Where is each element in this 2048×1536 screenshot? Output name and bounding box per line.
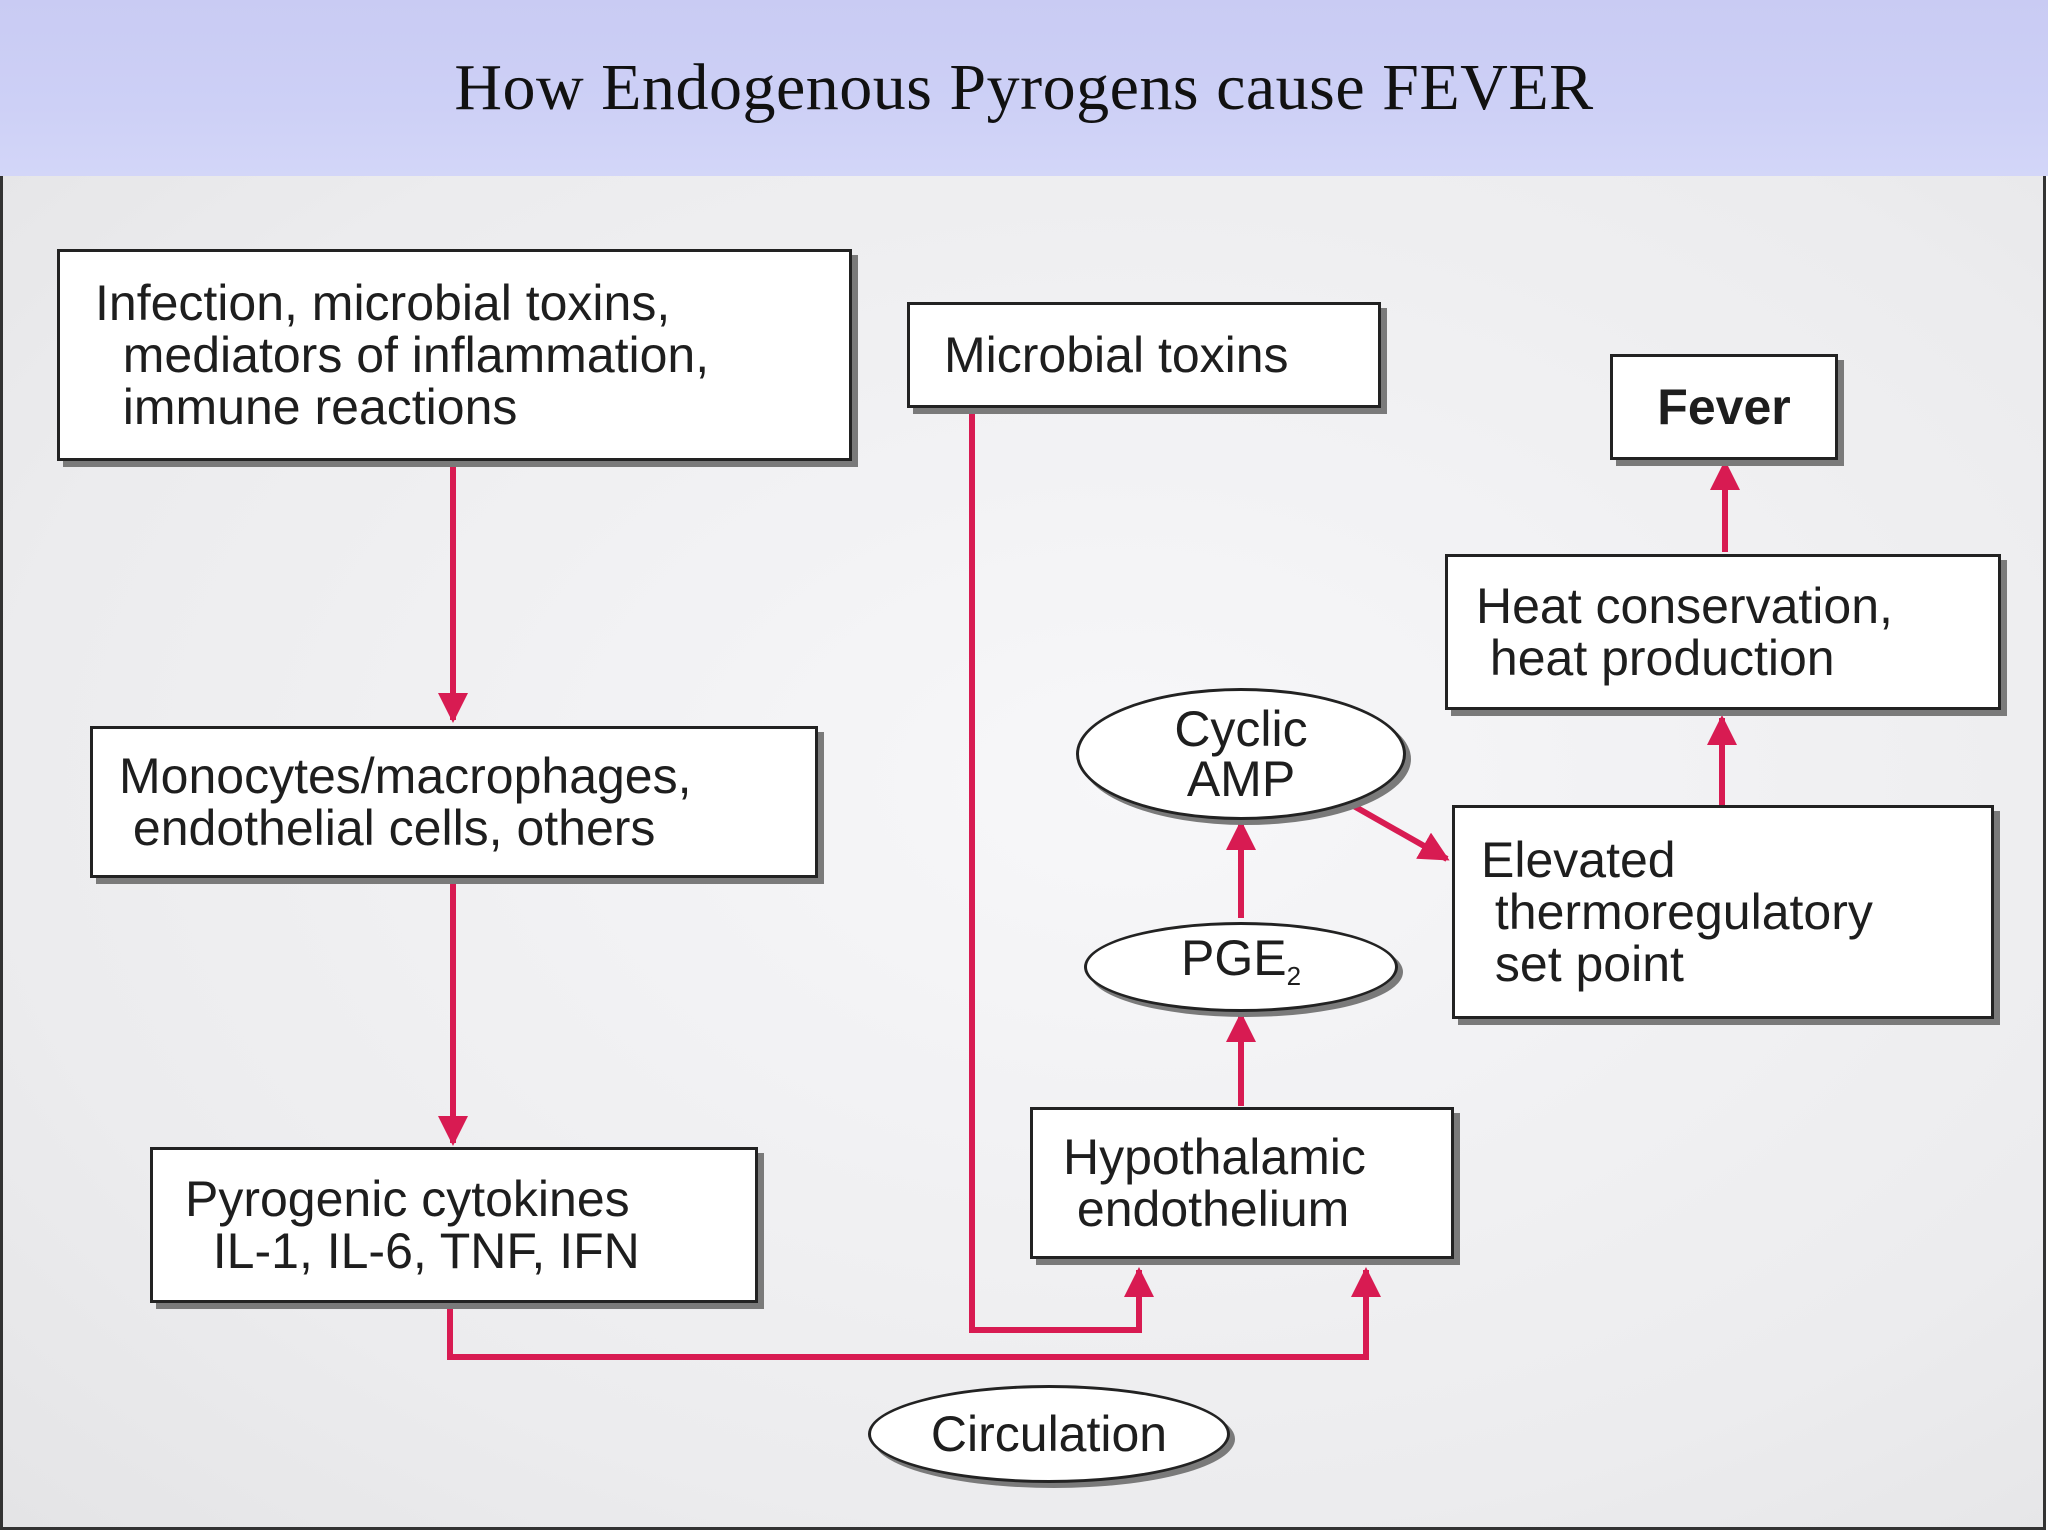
node-cyclic-amp: Cyclic AMP: [1076, 688, 1406, 820]
node-pyrogenic-cytokines-label: Pyrogenic cytokines IL-1, IL-6, TNF, IFN: [185, 1171, 640, 1279]
node-hypothalamic-endothelium-label: Hypothalamic endothelium: [1063, 1129, 1366, 1237]
title-band: [0, 0, 2048, 176]
node-microbial-toxins-label: Microbial toxins: [944, 327, 1289, 383]
node-microbial-toxins: Microbial toxins: [907, 302, 1381, 408]
node-infection: Infection, microbial toxins, mediators o…: [57, 249, 852, 461]
slide-title: How Endogenous Pyrogens cause FEVER: [454, 51, 1594, 124]
node-heat-label: Heat conservation, heat production: [1476, 578, 1893, 686]
node-circulation-label: Circulation: [930, 1406, 1168, 1462]
node-elevated-set-point: Elevated thermoregulatory set point: [1452, 805, 1994, 1019]
node-pyrogenic-cytokines: Pyrogenic cytokines IL-1, IL-6, TNF, IFN: [150, 1147, 758, 1303]
node-fever-label: Fever: [1657, 379, 1791, 435]
arrow-camp-to-elevated: [1350, 802, 1450, 862]
node-monocytes-label: Monocytes/macrophages, endothelial cells…: [119, 748, 692, 856]
arrow-pyrogenic-to-hypothalamic: [447, 1267, 1381, 1360]
node-monocytes: Monocytes/macrophages, endothelial cells…: [90, 726, 818, 878]
node-pge2-label: PGE2: [1180, 930, 1302, 991]
node-elevated-set-point-label: Elevated thermoregulatory set point: [1481, 832, 1873, 992]
node-infection-label: Infection, microbial toxins, mediators o…: [95, 275, 710, 435]
node-hypothalamic-endothelium: Hypothalamic endothelium: [1030, 1107, 1454, 1259]
node-heat: Heat conservation, heat production: [1445, 554, 2001, 710]
node-pge2: PGE2: [1084, 922, 1398, 1012]
node-circulation: Circulation: [868, 1385, 1230, 1483]
node-fever: Fever: [1610, 354, 1838, 460]
node-cyclic-amp-label: Cyclic AMP: [1174, 701, 1308, 807]
arrow-toxins-to-hypothalamic: [969, 410, 1154, 1333]
